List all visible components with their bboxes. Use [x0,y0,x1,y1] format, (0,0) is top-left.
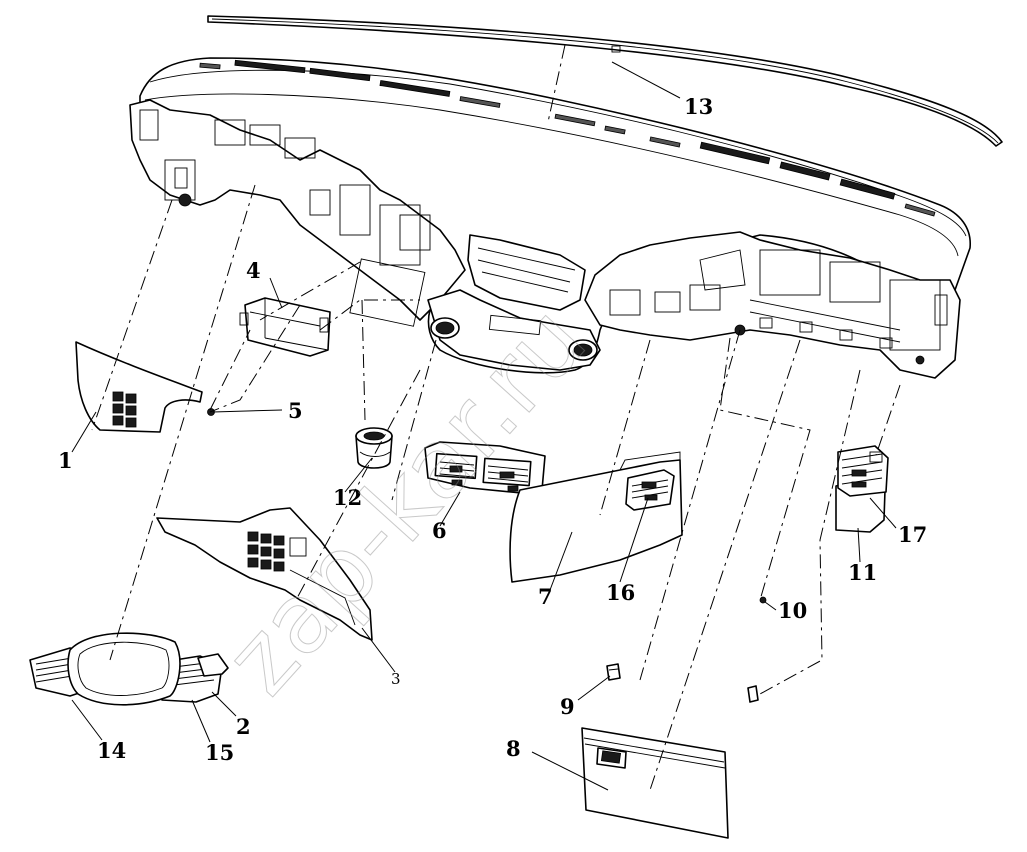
part-16-right-vent [625,469,675,511]
callout-15: 15 [205,740,234,765]
callout-14: 14 [97,738,126,763]
callout-17: 17 [898,522,927,547]
callout-2: 2 [236,714,251,739]
callout-11: 11 [848,560,877,585]
callout-6: 6 [432,518,447,543]
callout-16: 16 [606,580,635,605]
callout-7: 7 [538,584,553,609]
part-1-left-end-panel [75,341,203,433]
callout-3: 3 [391,670,401,688]
part-8-glove-box [581,727,729,839]
callout-8: 8 [506,736,521,761]
callout-labels: 1 2 3 4 5 6 7 8 9 10 11 12 13 14 15 16 1… [58,94,927,765]
callout-9: 9 [560,694,575,719]
callout-5: 5 [288,398,303,423]
part-17-right-end-vent [837,445,889,497]
callout-1: 1 [58,448,73,473]
part-9-clip [606,663,621,681]
part-6-center-vent [424,441,546,495]
part-13-windshield-trim-strip [207,15,1003,147]
clip-lower-right [747,685,759,703]
assembly-centerlines [91,44,901,791]
callout-13: 13 [684,94,713,119]
part-2-instrument-cluster-surround [67,632,229,706]
callout-10: 10 [778,598,807,623]
part-4-bracket [239,297,331,357]
part-3-lower-left-trim [156,507,373,641]
part-12-knob [355,427,393,469]
callout-12: 12 [333,485,362,510]
leader-lines [71,61,897,791]
part-10-clip [759,596,767,604]
callout-4: 4 [246,258,261,283]
instrument-panel-body [129,57,971,379]
